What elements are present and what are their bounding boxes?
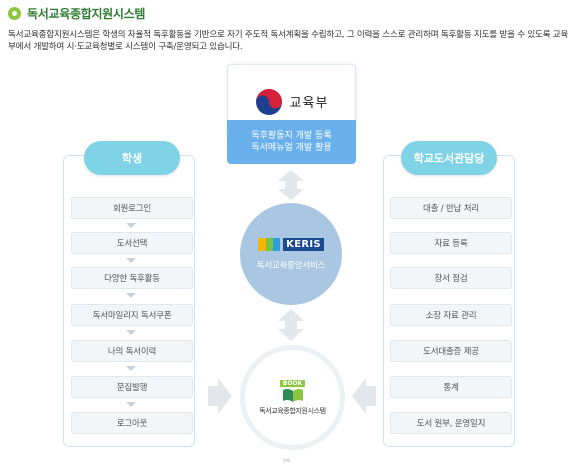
down-arrow-icon: [126, 293, 136, 298]
title-bullet-icon: [8, 6, 21, 20]
page-title: 독서교육종합지원시스템: [27, 6, 146, 21]
library-item-inspection: 장서 점검: [390, 267, 512, 289]
student-item-activities: 다양한 독후활동: [71, 267, 193, 289]
right-arrow-icon: [208, 378, 232, 414]
down-arrow-icon: [126, 223, 136, 228]
ministry-emblem-icon: [255, 88, 282, 115]
ministry-role-line-1: 독후활동지 개발 등록: [251, 131, 332, 141]
footer-mark: 인하: [283, 458, 291, 463]
double-arrow-icon: [278, 170, 304, 200]
down-arrow-icon: [126, 366, 136, 371]
title-row: 독서교육종합지원시스템: [8, 4, 145, 22]
page-description: 독서교육종합지원시스템은 학생의 자율적 독후활동을 기반으로 자기 주도적 독…: [8, 30, 569, 52]
book-badge: BOOK: [279, 379, 306, 387]
ministry-role-line-2: 독서메뉴얼 개발 활용: [251, 143, 332, 153]
library-item-loan: 대출 / 반납 처리: [390, 197, 512, 219]
library-item-collection: 소장 자료 관리: [390, 304, 512, 326]
library-item-ledger: 도서 원부, 운영일지: [390, 412, 512, 434]
library-item-statistics: 통계: [390, 376, 512, 398]
keris-service-circle: KERIS 독서교육중앙서비스: [240, 203, 342, 305]
student-header: 학생: [84, 141, 180, 175]
keris-logo-text: KERIS: [283, 237, 324, 251]
down-arrow-icon: [126, 258, 136, 263]
reading-system-circle: BOOK 독서교육종합지원시스템: [240, 345, 345, 450]
reading-system-label: 독서교육종합지원시스템: [259, 406, 326, 415]
left-arrow-icon: [352, 378, 376, 414]
keris-label: 독서교육중앙서비스: [256, 260, 326, 271]
library-item-register: 자료 등록: [390, 232, 512, 254]
library-header: 학교도서관담당: [401, 141, 497, 175]
double-arrow-icon: [278, 309, 304, 341]
ministry-role-panel: 독후활동지 개발 등록 독서메뉴얼 개발 활용: [227, 120, 356, 164]
down-arrow-icon: [126, 402, 136, 407]
keris-mark-icon: [258, 237, 281, 251]
ministry-name: 교육부: [289, 96, 329, 111]
student-item-publish: 문집발행: [71, 376, 193, 398]
student-item-mileage: 독서마일리지 독서쿠폰: [71, 304, 193, 326]
open-book-icon: [282, 388, 303, 402]
student-item-logout: 로그아웃: [71, 412, 193, 434]
student-item-login: 회원로그인: [71, 197, 193, 219]
down-arrow-icon: [126, 330, 136, 335]
student-item-history: 나의 독서이력: [71, 340, 193, 362]
student-item-book-select: 도서선택: [71, 232, 193, 254]
keris-logo: KERIS: [258, 237, 324, 251]
library-item-card: 도서대출증 제공: [390, 340, 512, 362]
